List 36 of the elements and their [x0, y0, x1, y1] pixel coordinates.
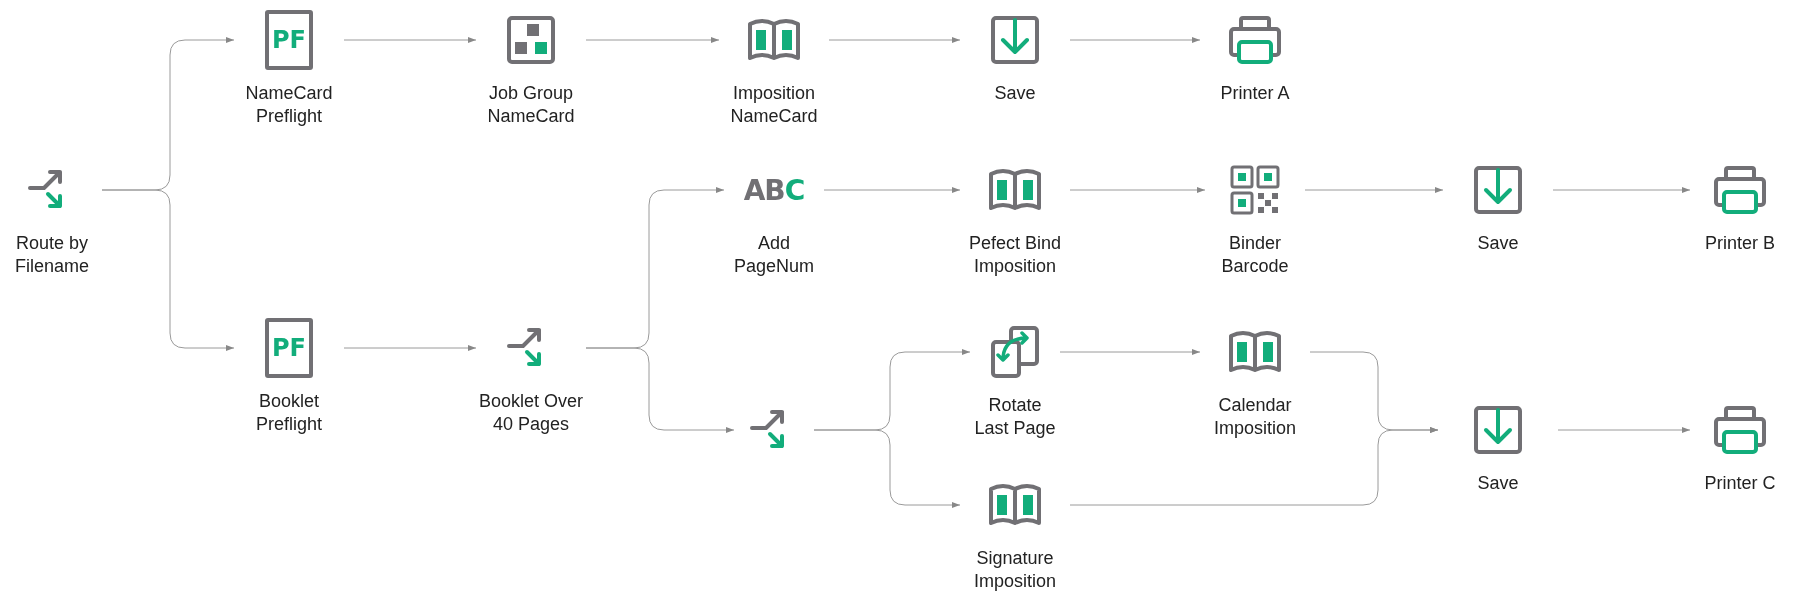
step-label: Save — [1477, 232, 1519, 255]
connector-arrow — [813, 429, 961, 508]
step-label: Rotate Last Page — [973, 394, 1057, 440]
connector-arrow — [1552, 187, 1691, 193]
connector-arrow — [1069, 187, 1206, 193]
connector-arrow — [823, 187, 961, 193]
step-label: Save — [994, 82, 1036, 105]
connector-arrow — [343, 345, 477, 351]
connector-arrow — [1557, 427, 1691, 433]
connector-arrow — [828, 37, 961, 43]
pdf-file-icon: PF — [265, 318, 313, 378]
connector-arrow — [585, 347, 735, 433]
connector-arrow — [1069, 427, 1439, 506]
step-label: Signature Imposition — [972, 547, 1057, 593]
step-label: Printer B — [1705, 232, 1775, 255]
step-label: Pefect Bind Imposition — [967, 232, 1063, 278]
connector-arrow — [585, 37, 720, 43]
step-label: Add PageNum — [732, 232, 815, 278]
step-label: Booklet Over 40 Pages — [477, 390, 584, 436]
connector-arrow — [343, 37, 477, 43]
step-label: Printer C — [1704, 472, 1776, 495]
pdf-file-icon: PF — [265, 10, 313, 70]
page-number-icon: ABC — [743, 173, 805, 207]
step-label: Route by Filename — [14, 232, 90, 278]
connector-arrow — [1304, 187, 1444, 193]
connector-arrow — [101, 189, 235, 351]
step-label: Calendar Imposition — [1212, 394, 1297, 440]
step-label: Binder Barcode — [1220, 232, 1290, 278]
step-label: Save — [1477, 472, 1519, 495]
step-label: Booklet Preflight — [254, 390, 323, 436]
step-label: Job Group NameCard — [486, 82, 576, 128]
connector-arrow — [1069, 37, 1201, 43]
step-label: NameCard Preflight — [244, 82, 334, 128]
connector-arrow — [1059, 349, 1201, 355]
step-label: Printer A — [1220, 82, 1290, 105]
step-label: Imposition NameCard — [729, 82, 819, 128]
